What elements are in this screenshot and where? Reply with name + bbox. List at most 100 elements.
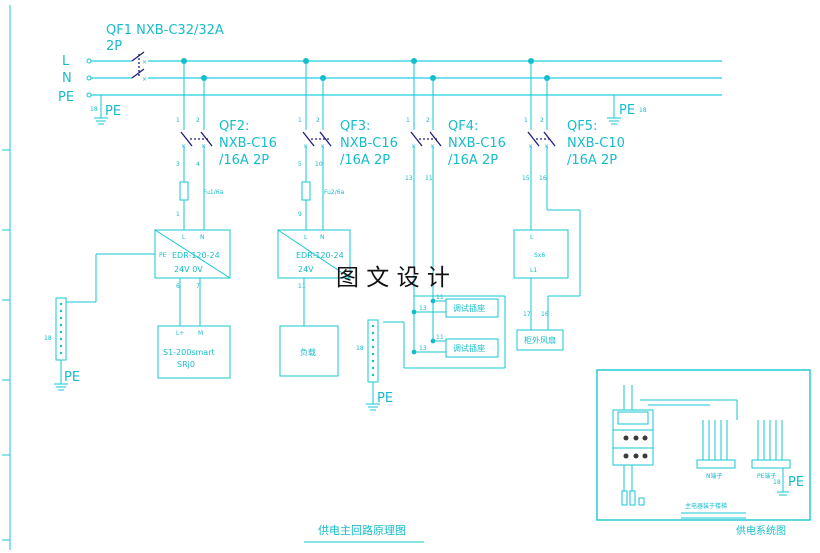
pe-left-num: 18 (90, 106, 98, 113)
smart-line2: SRj0 (177, 360, 195, 369)
qf3-name: QF3: (340, 119, 370, 134)
svg-text:×: × (142, 76, 147, 83)
fan-box (516, 329, 564, 351)
svg-text:×: × (142, 59, 147, 66)
qf1-poles: 2P (106, 39, 122, 54)
qf2-name: QF2: (219, 119, 249, 134)
test-socket-2 (445, 338, 499, 358)
load-label: 负载 (300, 347, 316, 357)
smart-top-l: L+ (176, 330, 184, 337)
smart-line1: S1-200smart (163, 348, 215, 357)
qf5-model: NXB-C10 (567, 136, 625, 151)
fuse-1 (179, 181, 189, 201)
qf2-t2: 2 (196, 117, 200, 124)
ps2-o1: 11 (298, 283, 306, 290)
fuse-2 (301, 181, 311, 201)
qf5-t4: 16 (539, 175, 547, 182)
bus-label-pe: PE (58, 90, 74, 105)
ps1-title: EDR-120-24 (172, 251, 220, 260)
qf2-t4: 4 (196, 161, 200, 168)
ps1-pe: PE (159, 252, 167, 259)
ps2-n: N (320, 234, 325, 241)
ps2-out: 24V (298, 265, 314, 274)
qf4-model: NXB-C16 (448, 136, 506, 151)
mid-pe-terminal-strip (366, 319, 380, 411)
qf4-t4: 11 (425, 175, 433, 182)
qf2-model: NXB-C16 (219, 136, 277, 151)
sys-term2-label: PE端子 (757, 472, 776, 480)
qf4-t3: 13 (405, 175, 413, 182)
ps1-out: 24V 0V (174, 265, 203, 274)
sx-top: L (530, 234, 534, 241)
qf3-t1: 1 (298, 117, 302, 124)
ground-pe-left (94, 95, 108, 125)
sys-pe-label: PE (788, 475, 804, 490)
test-socket-1 (445, 298, 499, 318)
test-socket-wiring (383, 252, 506, 369)
left-terminal-pe: PE (64, 370, 80, 385)
left-terminal-num: 18 (44, 335, 52, 342)
test-term-c: 13 (419, 345, 427, 352)
qf2-t3: 3 (176, 161, 180, 168)
bus-lines (86, 58, 722, 98)
qf2-t1: 1 (176, 117, 180, 124)
main-caption: 供电主回路原理图 (318, 523, 406, 537)
qf3-rating: /16A 2P (340, 153, 390, 168)
qf5-name: QF5: (567, 119, 597, 134)
sx-module (513, 229, 569, 279)
ps2-l: L (304, 234, 308, 241)
qf4-t2: 2 (426, 117, 430, 124)
test-term-d: 11 (436, 334, 444, 341)
qf4-name: QF4: (448, 119, 478, 134)
sx-o1: 17 (523, 311, 531, 318)
test-socket-2-label: 调试插座 (453, 343, 485, 353)
ps1-l: L (182, 234, 186, 241)
sx-o2: 16 (541, 311, 549, 318)
smart-top-r: M (198, 330, 203, 337)
sys-term1-label: N端子 (706, 472, 723, 480)
qf5-t1: 1 (524, 117, 528, 124)
fuse-2-label: Fu2/6a (324, 189, 345, 196)
fuse-1-label: Fu1/6a (203, 189, 224, 196)
sx-name: Sx6 (534, 252, 545, 259)
ground-pe-right (607, 95, 621, 125)
sys-caption: 供电系统图 (736, 524, 786, 537)
sys-num-label: 18 (773, 479, 781, 486)
system-diagram-panel (596, 369, 811, 521)
qf1-title: QF1 NXB-C32/32A (106, 23, 224, 38)
pe-right-num: 18 (639, 107, 647, 114)
smart-box (157, 325, 231, 379)
test-socket-1-label: 调试插座 (453, 303, 485, 313)
mid-terminal-num: 18 (356, 345, 364, 352)
power-supply-2 (277, 229, 351, 279)
branch-lines-lower (183, 146, 581, 330)
bus-label-l: L (62, 54, 70, 69)
left-margin-ticks (2, 5, 11, 550)
ps2-title: EDR-120-24 (296, 251, 344, 260)
ps1-o1: 6 (176, 283, 180, 290)
bus-label-n: N (62, 71, 72, 86)
fuse-1-num: 1 (176, 211, 180, 218)
qf5-t3: 15 (522, 175, 530, 182)
left-pe-terminal-strip (54, 297, 68, 391)
qf3-t3: 5 (298, 161, 302, 168)
test-term-a: 13 (419, 305, 427, 312)
sys-main-box-label: 主电器装于楼梯 (685, 502, 727, 510)
qf4-t1: 1 (406, 117, 410, 124)
sx-bottom: L1 (530, 267, 537, 274)
qf3-t2: 2 (316, 117, 320, 124)
load-box (279, 325, 339, 377)
test-term-b: 11 (436, 294, 444, 301)
qf5-t2: 2 (540, 117, 544, 124)
qf5-rating: /16A 2P (567, 153, 617, 168)
qf3-model: NXB-C16 (340, 136, 398, 151)
qf2-rating: /16A 2P (219, 153, 269, 168)
qf1-switch-symbol: × × (131, 51, 147, 83)
qf3-t4: 10 (315, 161, 323, 168)
ps1-o2: 7 (196, 283, 200, 290)
qf4-rating: /16A 2P (448, 153, 498, 168)
pe-left-label: PE (105, 104, 121, 119)
branch-taps (181, 58, 550, 130)
